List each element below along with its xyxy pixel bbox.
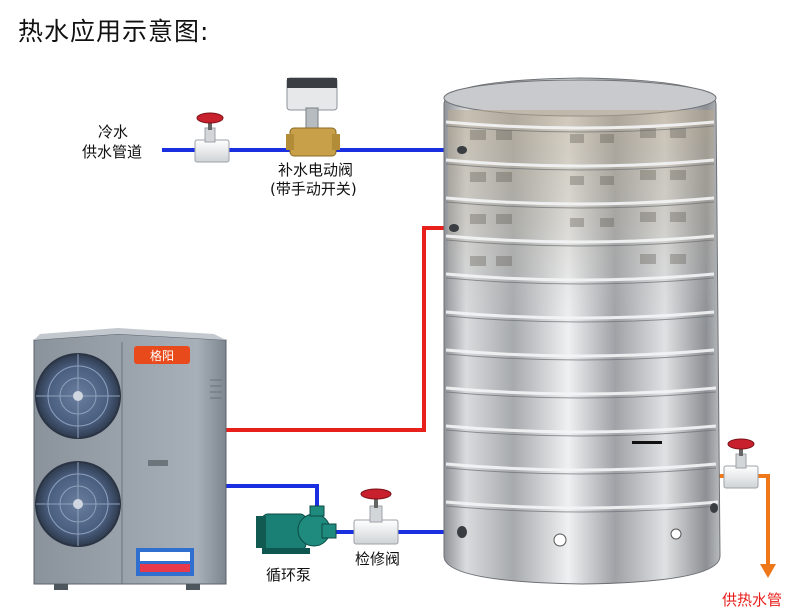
motorized-valve [286, 78, 340, 156]
circulation-pump [256, 506, 336, 554]
motorized-valve-label-line1: 补水电动阀 [278, 160, 353, 180]
brand-logo: 格阳 [134, 346, 190, 364]
service-valve [354, 489, 398, 544]
fan-grille-bottom [36, 462, 120, 546]
heat-pump-unit: 格阳 [34, 328, 226, 590]
cold-water-label-line1: 冷水 [98, 122, 128, 142]
service-valve-label: 检修阀 [355, 549, 400, 569]
hot-water-outlet-label: 供热水管 [722, 590, 782, 610]
cold-water-valve [195, 113, 229, 162]
water-tank [444, 78, 720, 584]
fan-grille-top [36, 354, 120, 438]
hot-water-pipe [226, 228, 452, 430]
hot-water-outlet-valve [724, 439, 758, 488]
circulation-pump-label: 循环泵 [266, 565, 311, 585]
diagram-title: 热水应用示意图: [18, 12, 209, 48]
brand-logo-text: 格阳 [150, 348, 174, 363]
product-sticker [136, 548, 194, 576]
motorized-valve-label-line2: (带手动开关) [270, 179, 357, 199]
hot-water-outlet-pipe [712, 476, 776, 578]
cold-water-label-line2: 供水管道 [82, 142, 142, 162]
